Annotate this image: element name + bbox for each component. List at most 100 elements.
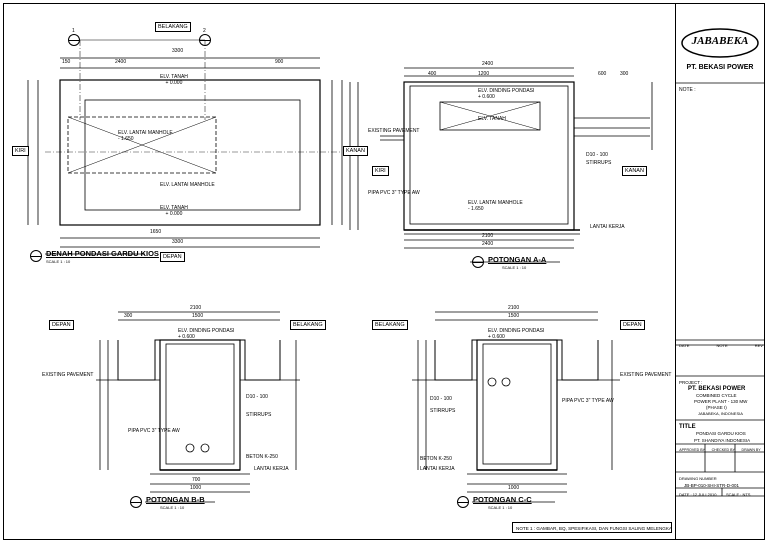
plan-scale: SCALE 1 : 10	[46, 259, 71, 264]
c-beton: BETON K-250	[420, 456, 452, 462]
a-tag-right: KANAN	[622, 166, 647, 176]
c-d10: D10 - 100	[430, 396, 452, 402]
c-scale: SCALE 1 : 10	[488, 505, 513, 510]
a-d10: D10 - 100	[586, 152, 608, 158]
drawing-number-label: DRAWING NUMBER	[679, 476, 717, 481]
title-label: TITLE	[679, 424, 696, 430]
b-tag-right: BELAKANG	[290, 320, 326, 330]
b-tag-left: DEPAN	[49, 320, 74, 330]
plan-title: DENAH PONDASI GARDU KIOS	[46, 249, 159, 258]
plan-outer	[59, 79, 321, 226]
title-line-2: PT. SHANDIYA INDONESIA	[694, 438, 751, 443]
b-pipa: PIPA PVC 3" TYPE AW	[128, 428, 180, 434]
plan-tag-top: BELAKANG	[155, 22, 191, 32]
c-title: POTONGAN C-C	[473, 495, 532, 504]
project-line-3: POWER PLANT - 130 MW	[694, 399, 748, 404]
dim-plan-150: 150	[62, 59, 71, 65]
b-elv-dinding: ELV. DINDING PONDASI+ 0.600	[178, 328, 235, 340]
c-title-symbol	[457, 496, 469, 508]
dim-a-2100: 2100	[482, 233, 494, 239]
a-pipa: PIPA PVC 3" TYPE AW	[368, 190, 420, 196]
drawing-sheet	[3, 3, 765, 540]
b-lantai-kerja: LANTAI KERJA	[254, 466, 289, 472]
b-scale: SCALE 1 : 10	[160, 505, 185, 510]
b-d10: D10 - 100	[246, 394, 268, 400]
a-title-symbol	[472, 256, 484, 268]
dim-a-1200: 1200	[478, 71, 490, 77]
plan-tag-bottom: DEPAN	[160, 252, 185, 262]
section-c-shape	[434, 339, 599, 381]
a-elv-lantai: ELV. LANTAI MANHOLE- 1.650	[468, 200, 523, 212]
plan-elv-tanah: ELV. TANAH+ 0.000	[160, 74, 188, 86]
c-lantai-kerja: LANTAI KERJA	[420, 466, 455, 472]
dim-b-300: 300	[124, 313, 133, 319]
plan-elv-lantai: ELV. LANTAI MANHOLE- 1.650	[118, 130, 173, 142]
company-name: PT. BEKASI POWER	[686, 64, 754, 71]
bottom-note: NOTE 1 : GAMBAR, BQ, SPESIFIKASI, DAN FU…	[512, 522, 672, 533]
b-title: POTONGAN B-B	[146, 495, 205, 504]
plan-manhole	[67, 116, 217, 174]
dim-plan-bottom-total: 3300	[172, 239, 184, 245]
plan-elv-tanah-2: ELV. TANAH+ 0.000	[160, 205, 188, 217]
b-beton: BETON K-250	[246, 454, 278, 460]
company-logo: JABABEKA	[691, 35, 749, 47]
c-pipa: PIPA PVC 3" TYPE AW	[562, 398, 614, 404]
dim-b-total: 2100	[190, 305, 202, 311]
dim-c-total: 2100	[508, 305, 520, 311]
dim-b-1000: 1000	[190, 485, 202, 491]
project-label: PROJECT :	[679, 380, 703, 385]
dim-plan-2400: 2400	[115, 59, 127, 65]
project-line-2: COMBINED CYCLE	[696, 393, 737, 398]
a-lantai-kerja: LANTAI KERJA	[590, 224, 625, 230]
section-b-shape	[117, 339, 281, 381]
dim-c-1000: 1000	[508, 485, 520, 491]
grid-label-2: 2	[203, 28, 206, 34]
dim-b-1500: 1500	[192, 313, 204, 319]
c-tag-right: DEPAN	[620, 320, 645, 330]
dim-a-400: 400	[428, 71, 437, 77]
grid-marker-1	[68, 34, 80, 46]
dim-a-bottom-total: 2400	[482, 241, 494, 247]
a-stirrups: STIRRUPS	[586, 160, 612, 166]
dim-b-700: 700	[192, 477, 201, 483]
a-scale: SCALE 1 : 10	[502, 265, 527, 270]
plan-inner	[84, 99, 301, 211]
c-tag-left: BELAKANG	[372, 320, 408, 330]
a-elv-dinding: ELV. DINDING PONDASI+ 0.600	[478, 88, 535, 100]
date-label: DATE : 12 JULI 2010	[679, 492, 717, 497]
b-existing: EXISTING PAVEMENT	[42, 372, 94, 378]
dim-c-1500: 1500	[508, 313, 520, 319]
dim-a-total: 2400	[482, 61, 494, 67]
dim-a-600: 600	[598, 71, 607, 77]
a-tag-left: KIRI	[372, 166, 389, 176]
plan-tag-right: KANAN	[343, 146, 368, 156]
c-elv-dinding: ELV. DINDING PONDASI+ 0.600	[488, 328, 545, 340]
dim-plan-total: 3300	[172, 48, 184, 54]
a-elv-tanah: ELV. TANAH	[478, 116, 506, 122]
project-line-5: JABABEKA, INDONESIA	[698, 411, 743, 416]
project-name: PT. BEKASI POWER	[688, 386, 746, 392]
plan-tag-left: KIRI	[12, 146, 29, 156]
b-stirrups: STIRRUPS	[246, 412, 272, 418]
b-title-symbol	[130, 496, 142, 508]
drawing-number: JB-BP-010-SHI-STR-D-001	[684, 483, 740, 488]
dim-plan-1650: 1650	[150, 229, 162, 235]
grid-marker-2	[199, 34, 211, 46]
c-stirrups: STIRRUPS	[430, 408, 456, 414]
grid-label-1: 1	[72, 28, 75, 34]
c-existing: EXISTING PAVEMENT	[620, 372, 672, 378]
project-line-4: (PHASE I)	[706, 405, 727, 410]
title-line-1: PONDASI GARDU KIOS	[696, 431, 746, 436]
a-title: POTONGAN A-A	[488, 255, 547, 264]
plan-title-symbol	[30, 250, 42, 262]
a-existing: EXISTING PAVEMENT	[368, 128, 420, 134]
dim-plan-900: 900	[275, 59, 284, 65]
scale-label: SCALE : NTS	[726, 492, 751, 497]
plan-elv-lantai-2: ELV. LANTAI MANHOLE	[160, 182, 215, 188]
note-header: NOTE :	[679, 87, 696, 93]
dim-a-300: 300	[620, 71, 629, 77]
